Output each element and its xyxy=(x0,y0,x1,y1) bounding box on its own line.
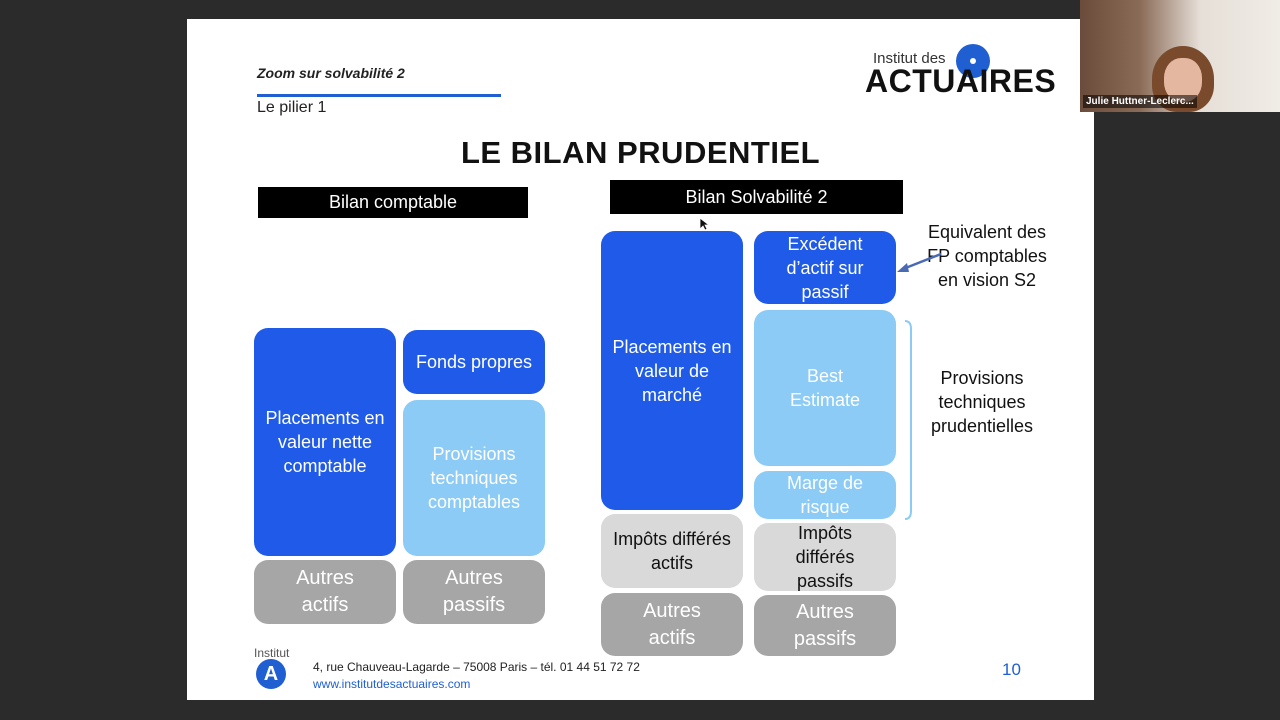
autres-passifs-s2-box: Autres passifs xyxy=(754,595,896,656)
autres-actifs-s2-box: Autres actifs xyxy=(601,593,743,656)
mouse-cursor-icon xyxy=(699,217,709,231)
footer-website-link[interactable]: www.institutdesactuaires.com xyxy=(313,677,471,691)
section-title: Zoom sur solvabilité 2 xyxy=(257,65,405,81)
logo-dot-center xyxy=(970,58,976,64)
marge-risque-box: Marge de risque xyxy=(754,471,896,519)
annotation-provisions-prudentielles: Provisions techniques prudentielles xyxy=(930,368,1034,436)
placements-marche-box: Placements en valeur de marché xyxy=(601,231,743,510)
annotation-equivalent-fp: Equivalent des FP comptables en vision S… xyxy=(927,222,1047,290)
bilan-comptable-header: Bilan comptable xyxy=(258,187,528,218)
placements-comptable-box: Placements en valeur nette comptable xyxy=(254,328,396,556)
participant-name-label: Julie Huttner-Leclerc... xyxy=(1083,95,1197,108)
best-estimate-box: Best Estimate xyxy=(754,310,896,466)
footer-address: 4, rue Chauveau-Lagarde – 75008 Paris – … xyxy=(313,660,640,674)
arrow-left-icon xyxy=(897,252,942,272)
fonds-propres-box: Fonds propres xyxy=(403,330,545,394)
logo-main-text: ACTUAIRES xyxy=(865,63,1057,99)
impots-differes-passifs-box: Impôts différés passifs xyxy=(754,523,896,591)
logo-small-text: Institut des xyxy=(873,50,946,67)
excedent-actif-box: Excédent d’actif sur passif xyxy=(754,231,896,304)
bilan-s2-header: Bilan Solvabilité 2 xyxy=(610,180,903,214)
footer-logo-text: Institut xyxy=(254,646,290,660)
participant-face xyxy=(1164,58,1202,102)
slide: Zoom sur solvabilité 2 Le pilier 1 Insti… xyxy=(187,19,1094,700)
impots-differes-actifs-box: Impôts différés actifs xyxy=(601,514,743,588)
autres-passifs-comptable-box: Autres passifs xyxy=(403,560,545,624)
autres-actifs-comptable-box: Autres actifs xyxy=(254,560,396,624)
header-divider xyxy=(257,94,501,97)
page-number: 10 xyxy=(1002,660,1021,679)
participant-video-tile[interactable]: Julie Huttner-Leclerc... xyxy=(1080,0,1280,112)
provisions-comptables-box: Provisions techniques comptables xyxy=(403,400,545,556)
bracket-icon xyxy=(904,320,912,520)
footer-logo-icon: A xyxy=(256,659,286,689)
section-subtitle: Le pilier 1 xyxy=(257,99,327,116)
slide-title: LE BILAN PRUDENTIEL xyxy=(460,135,821,170)
